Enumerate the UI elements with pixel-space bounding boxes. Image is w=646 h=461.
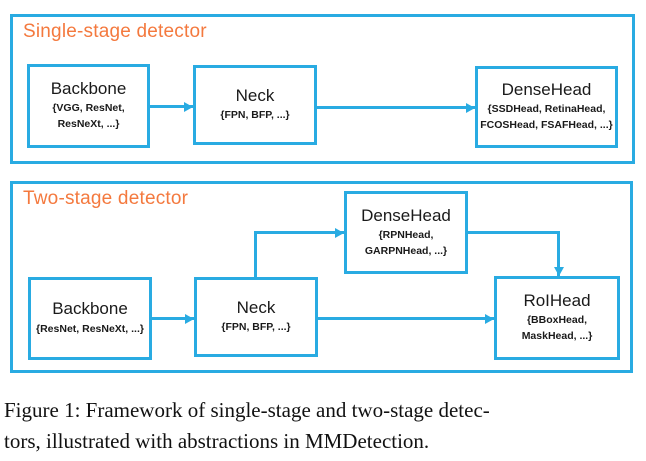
- arrow-neck-to-densehead: [317, 106, 475, 109]
- single-stage-densehead-box: DenseHead {SSDHead, RetinaHead, FCOSHead…: [475, 66, 618, 148]
- elbow-neck-to-densehead-vertical: [254, 231, 257, 277]
- single-stage-backbone-box: Backbone {VGG, ResNet, ResNeXt, ...}: [27, 64, 150, 148]
- two-stage-neck-box: Neck {FPN, BFP, ...}: [194, 277, 318, 357]
- box-title: DenseHead: [361, 205, 451, 225]
- two-stage-panel: Two-stage detector Backbone {ResNet, Res…: [10, 181, 633, 373]
- arrow-densehead-to-roihead: [557, 232, 560, 276]
- box-title: Backbone: [50, 79, 127, 99]
- box-title: Backbone: [52, 299, 128, 319]
- elbow-densehead-to-roihead-horizontal: [468, 231, 560, 234]
- box-title: RoIHead: [523, 291, 591, 311]
- arrow-backbone-to-neck: [150, 105, 193, 108]
- figure-caption-line1: Figure 1: Framework of single-stage and …: [4, 398, 490, 422]
- box-subtitle: {FPN, BFP, ...}: [221, 321, 291, 334]
- box-title: Neck: [235, 85, 275, 105]
- box-subtitle: {VGG, ResNet, ResNeXt, ...}: [52, 102, 125, 131]
- two-stage-backbone-box: Backbone {ResNet, ResNeXt, ...}: [28, 277, 152, 360]
- figure-caption: Figure 1: Framework of single-stage and …: [4, 395, 644, 457]
- single-stage-panel: Single-stage detector Backbone {VGG, Res…: [10, 14, 635, 164]
- arrow-neck-to-densehead: [254, 231, 344, 234]
- arrow-backbone-to-neck: [152, 317, 194, 320]
- box-title: Neck: [236, 297, 276, 317]
- single-stage-panel-title: Single-stage detector: [23, 21, 207, 42]
- box-subtitle: {ResNet, ResNeXt, ...}: [36, 322, 144, 335]
- figure-caption-line2: tors, illustrated with abstractions in M…: [4, 429, 430, 453]
- single-stage-neck-box: Neck {FPN, BFP, ...}: [193, 65, 317, 145]
- box-subtitle: {BBoxHead, MaskHead, ...}: [521, 314, 593, 343]
- two-stage-panel-title: Two-stage detector: [23, 188, 189, 209]
- two-stage-densehead-box: DenseHead {RPNHead, GARPNHead, ...}: [344, 191, 468, 274]
- box-subtitle: {FPN, BFP, ...}: [220, 109, 290, 122]
- arrow-neck-to-roihead: [318, 317, 494, 320]
- box-title: DenseHead: [501, 80, 592, 100]
- box-subtitle: {SSDHead, RetinaHead, FCOSHead, FSAFHead…: [480, 103, 613, 132]
- two-stage-roihead-box: RoIHead {BBoxHead, MaskHead, ...}: [494, 276, 620, 360]
- box-subtitle: {RPNHead, GARPNHead, ...}: [364, 228, 448, 257]
